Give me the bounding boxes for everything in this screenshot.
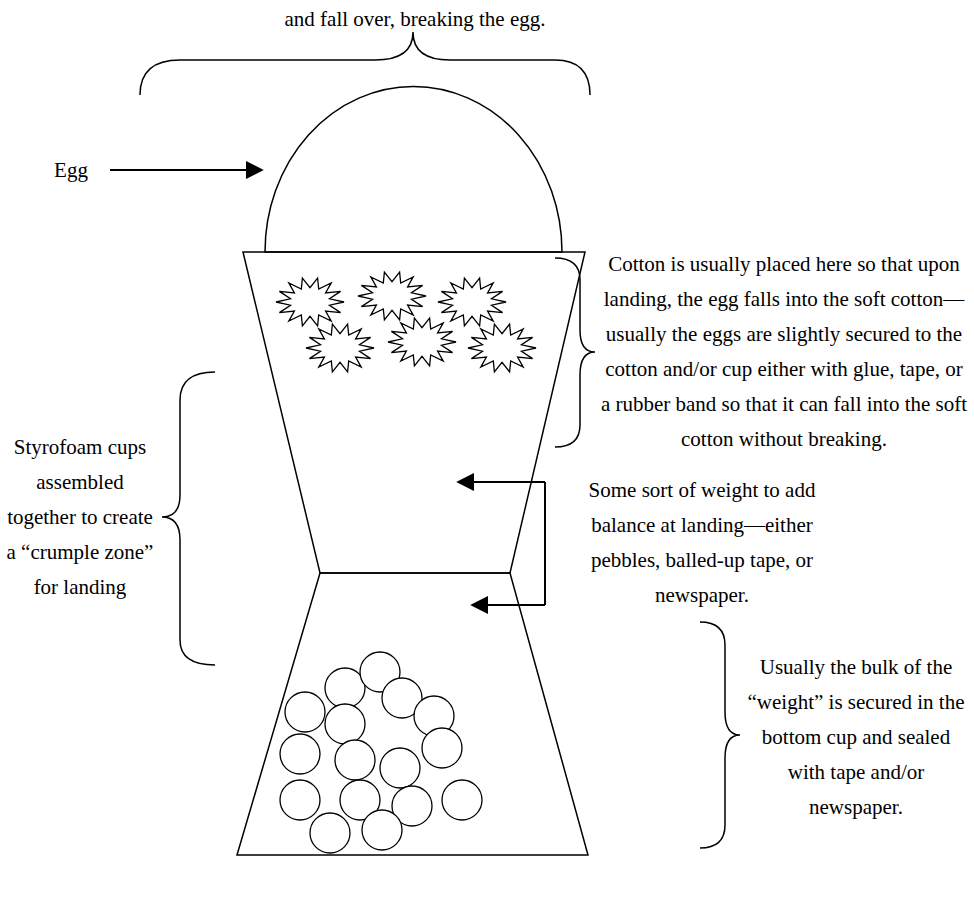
cotton-tuft [358,272,426,320]
upper-cup [243,252,585,573]
pebble [325,704,365,744]
pebble [325,668,365,708]
cotton-tuft [468,324,536,372]
lower-cup [237,573,588,855]
egg [265,86,562,252]
cotton-tuft [388,318,456,366]
bulk-note: Usually the bulk of the “weight” is secu… [745,650,967,825]
bottom-brace [700,622,740,848]
pebble [310,813,350,853]
pebble [280,780,320,820]
cotton-tuft [438,278,506,326]
pebble [335,740,375,780]
pebble [422,728,462,768]
weight-arrow [472,604,545,606]
weight-note: Some sort of weight to add balance at la… [582,473,822,613]
cotton-note: Cotton is usually placed here so that up… [598,247,970,457]
pebbles [280,652,482,853]
cotton-tuft [306,324,374,372]
top-brace [140,32,590,95]
cotton [276,272,536,372]
egg-arrow [110,169,262,171]
pebble [280,734,320,774]
part-name: Egg [40,153,102,188]
pebble [442,780,482,820]
pebble [362,810,402,850]
pebble [380,748,420,788]
weight-bracket [544,482,546,605]
crumple-note: Styrofoam cups assembled together to cre… [6,430,154,605]
cotton-brace [555,258,595,447]
top-note: and fall over, breaking the egg. [200,2,630,37]
weight-arrow [458,481,545,483]
crumple-brace [162,372,215,665]
pebble [285,692,325,732]
cotton-tuft [276,278,344,326]
